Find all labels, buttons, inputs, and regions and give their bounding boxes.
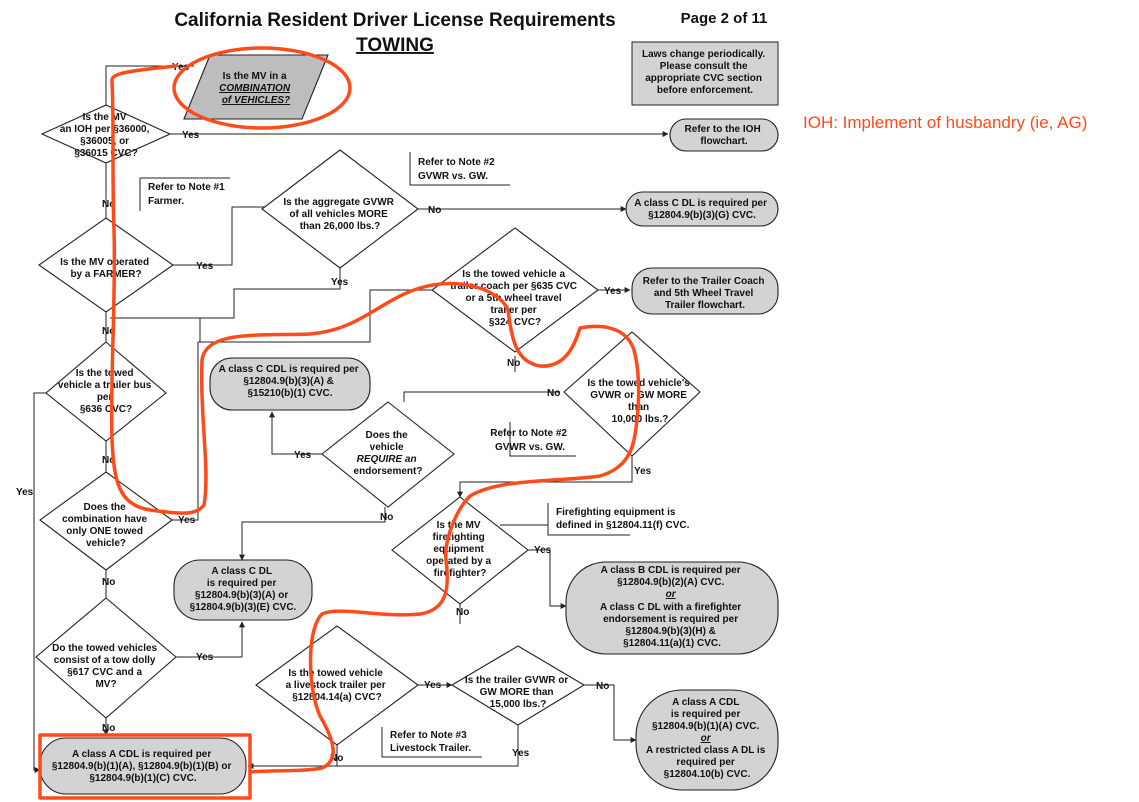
ioh-question: [40, 104, 172, 164]
svg-text:A class A CDL is required: A class A CDL is required per §12804.9(b…: [646, 697, 768, 780]
svg-text:Is the aggregate GVWR of a: Is the aggregate GVWR of all vehicles MO…: [283, 197, 396, 232]
svg-text:Is the towed vehicle a tra: Is the towed vehicle a trailer bus per §…: [58, 368, 154, 415]
svg-text:Yes: Yes: [196, 261, 214, 272]
highlight-ellipse: [172, 46, 352, 130]
svg-text:A class C DL is required p: A class C DL is required per §12804.9(b)…: [190, 566, 297, 613]
svg-text:No: No: [380, 512, 393, 523]
notice-box: [631, 41, 779, 106]
svg-text:A class B CDL is required per: A class B CDL is required per §12804.9(b…: [600, 565, 744, 649]
svg-text:Yes: Yes: [16, 487, 34, 498]
svg-text:Yes: Yes: [424, 680, 442, 691]
firefighter-question: [391, 496, 529, 605]
tow-dolly-question: [35, 597, 177, 719]
svg-text:Refer to the Trailer Coach: Refer to the Trailer Coach and 5th Wheel…: [643, 276, 767, 311]
svg-text:A class C CDL is required per: A class C CDL is required per §12804.9(b…: [219, 364, 362, 399]
page-number: Page 2 of 11: [681, 10, 768, 27]
highlight-route: [109, 64, 641, 774]
svg-text:No: No: [547, 388, 560, 399]
svg-text:No: No: [102, 455, 115, 466]
svg-text:Is the trailer GVWR or GW: Is the trailer GVWR or GW MORE than 15,0…: [465, 675, 571, 710]
svg-text:No: No: [507, 358, 520, 369]
gw-15000-question: [450, 645, 586, 726]
class-b-cdl-terminal: [565, 561, 779, 655]
svg-text:Yes: Yes: [172, 62, 190, 73]
svg-text:Yes: Yes: [178, 515, 196, 526]
svg-text:Is the MV an IOH per §3600: Is the MV an IOH per §36000, §36005, or …: [60, 112, 152, 159]
highlight-box: [38, 733, 252, 800]
note-3: Refer to Note #3 Livestock Trailer.: [390, 730, 471, 754]
notice-text: Laws change periodically. Please consult…: [642, 49, 768, 96]
svg-text:Yes: Yes: [534, 545, 552, 556]
svg-text:Yes: Yes: [182, 130, 200, 141]
svg-text:Does the vehicle REQUI: Does the vehicle REQUIRE an endorsement?: [354, 430, 423, 477]
trailer-coach-flowchart-terminal: [631, 267, 779, 315]
combination-question: [183, 54, 329, 120]
svg-text:No: No: [596, 681, 609, 692]
svg-text:No: No: [456, 607, 469, 618]
note-2a: Refer to Note #2 GVWR vs. GW.: [418, 157, 497, 182]
one-towed-question: [39, 471, 173, 571]
svg-text:Yes: Yes: [604, 286, 622, 297]
class-c-dl-g-terminal: [625, 191, 779, 227]
svg-text:Is the towed vehicle a liv: Is the towed vehicle a livestock trailer…: [286, 668, 389, 703]
gw-10000-question: [563, 331, 701, 457]
svg-text:Yes: Yes: [634, 466, 652, 477]
ioh-annotation: IOH: Implement of husbandry (ie, AG): [803, 113, 1087, 132]
svg-text:Yes: Yes: [294, 450, 312, 461]
svg-text:Do the towed vehicles cons: Do the towed vehicles consist of a tow d…: [52, 643, 160, 690]
trailer-bus-question: [45, 341, 167, 442]
svg-text:No: No: [330, 753, 343, 764]
svg-text:Is the towed vehicle a tra: Is the towed vehicle a trailer coach per…: [450, 269, 580, 328]
note-2b: Refer to Note #2 GVWR vs. GW.: [490, 428, 569, 453]
livestock-question: [255, 625, 419, 746]
class-a-restricted-terminal: [635, 689, 779, 791]
endorsement-question: [321, 401, 455, 508]
svg-text:Refer to the IOH flowchart: Refer to the IOH flowchart.: [685, 124, 764, 147]
page-title: California Resident Driver License Requi…: [174, 10, 615, 31]
ioh-flowchart-terminal: [669, 118, 779, 152]
svg-text:A class A CDL is required per: A class A CDL is required per §12804.9(b…: [52, 749, 234, 784]
note-1: Refer to Note #1 Farmer.: [148, 182, 227, 207]
svg-text:Does the combination have: Does the combination have only ONE towed…: [62, 502, 150, 549]
gvwr-26000-question: [261, 149, 419, 269]
svg-text:No: No: [102, 199, 115, 210]
svg-text:A class C DL is required per: A class C DL is required per §12804.9(b)…: [634, 198, 770, 221]
svg-text:Is the MV operated by a FA: Is the MV operated by a FARMER?: [60, 257, 152, 280]
svg-text:Is the MV in a COMBINATION: Is the MV in a COMBINATION of VEHICLES?: [219, 71, 293, 106]
svg-text:Yes: Yes: [331, 277, 349, 288]
svg-text:No: No: [102, 577, 115, 588]
class-c-cdl-terminal: [209, 357, 371, 411]
svg-text:No: No: [102, 326, 115, 337]
svg-text:Yes: Yes: [512, 748, 530, 759]
farmer-question: [38, 217, 174, 313]
trailer-coach-question: [431, 227, 599, 353]
firefighting-definition: Firefighting equipment is defined in §12…: [556, 507, 690, 531]
svg-text:No: No: [428, 205, 441, 216]
class-c-dl-ae-terminal: [173, 559, 313, 621]
svg-text:No: No: [102, 723, 115, 734]
page-subtitle: TOWING: [356, 35, 434, 56]
svg-text:Yes: Yes: [196, 652, 214, 663]
svg-text:Is the MV firefighting: Is the MV firefighting equipment operate…: [426, 520, 494, 579]
